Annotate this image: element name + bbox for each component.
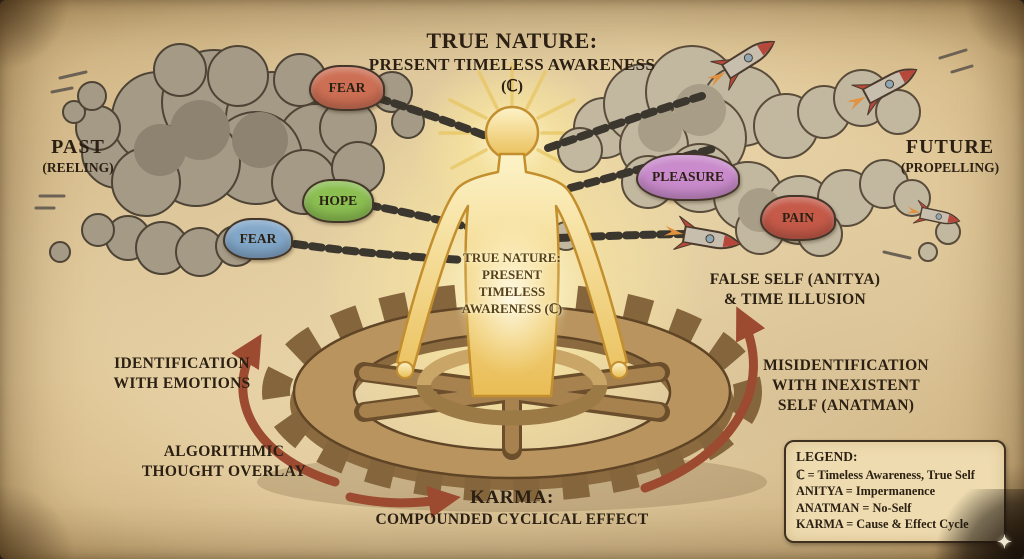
cloud-bubble-fear-left: FEAR <box>223 218 293 260</box>
future-label: FUTURE <box>905 136 995 158</box>
legend-item: ℂ = Timeless Awareness, True Self <box>796 468 975 482</box>
legend-item: KARMA = Cause & Effect Cycle <box>796 517 969 532</box>
rocket-icon <box>663 215 742 251</box>
diagram-title-symbol: (ℂ) <box>501 78 523 95</box>
diagram-title-line1: TRUE NATURE: <box>426 28 598 53</box>
karma-subtitle: COMPOUNDED CYCLICAL EFFECT <box>375 511 649 528</box>
karma-title: KARMA: <box>470 487 554 508</box>
speed-lines <box>34 48 974 260</box>
rocket-icon <box>906 199 961 225</box>
future-sublabel: (PROPELLING) <box>900 160 1000 175</box>
human-figure <box>395 105 629 426</box>
left-cloud-shading <box>134 100 288 176</box>
cloud-bubble-pain: PAIN <box>760 195 836 241</box>
legend-item: ANITYA = Impermanence <box>796 484 936 499</box>
identification-label: IDENTIFICATION WITH EMOTIONS <box>113 355 251 392</box>
legend-item: ANATMAN = No-Self <box>796 500 912 515</box>
sparkle-icon: ✦ <box>996 532 1012 552</box>
legend-title: LEGEND: <box>796 449 858 464</box>
past-sublabel: (REELING) <box>42 160 114 175</box>
page-corner-fold: ✦ <box>928 489 1024 559</box>
cloud-bubble-fear-top: FEAR <box>309 65 385 111</box>
false-self-label: FALSE SELF (ANITYA) & TIME ILLUSION <box>709 271 881 308</box>
cloud-bubble-pleasure: PLEASURE <box>636 153 740 201</box>
cycle-arrows <box>231 306 766 518</box>
past-label: PAST <box>51 136 105 158</box>
light-rays-icon <box>438 62 586 170</box>
rocket-icon <box>846 68 918 116</box>
misidentification-label: MISIDENTIFICATION WITH INEXISTENT SELF (… <box>763 357 929 414</box>
figure-chest-text: TRUE NATURE: PRESENT TIMELESS AWARENESS … <box>461 250 563 316</box>
cloud-bubble-hope: HOPE <box>302 179 374 223</box>
rocket-icon <box>706 40 776 91</box>
diagram-title-line2: PRESENT TIMELESS AWARENESS <box>368 55 656 74</box>
algorithmic-label: ALGORITHMIC THOUGHT OVERLAY <box>141 443 307 480</box>
